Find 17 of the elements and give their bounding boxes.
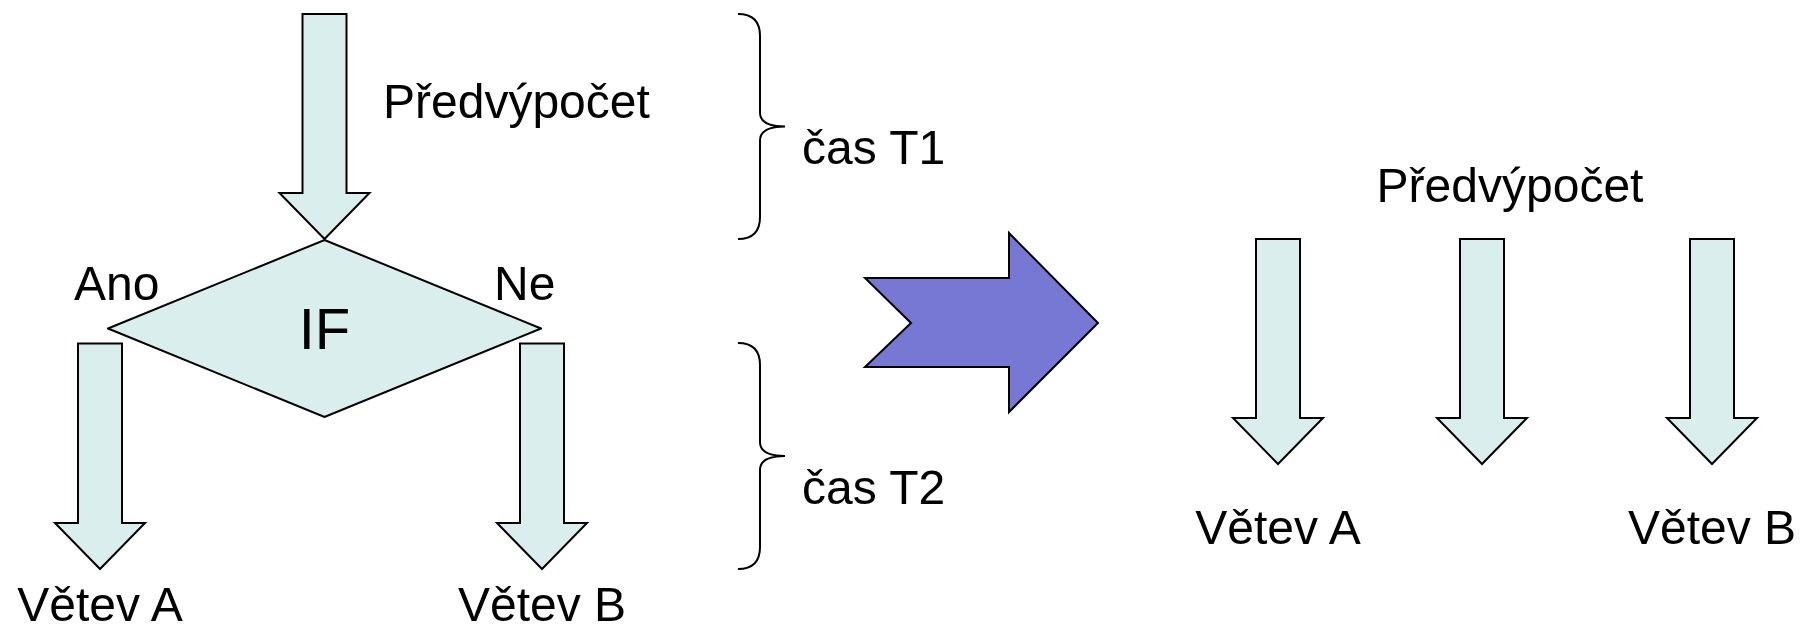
node-text: Větev A [0,582,200,628]
node-text: Větev B [1612,502,1809,554]
block-arrow [494,342,590,571]
edge-label: Ne [494,256,556,312]
block-arrow [277,13,372,241]
node-text: Větev A [1178,502,1378,554]
time-label: čas T2 [802,460,946,516]
edge-label: Předvýpočet [383,74,650,130]
block-arrow [52,342,148,571]
block-arrow [1434,238,1530,466]
node-text: IF [298,299,351,358]
time-label: čas T1 [802,120,946,176]
block-arrow [1230,238,1326,466]
node-text: Větev B [442,582,642,628]
edge-label: Ano [74,256,160,312]
node-text: Předvýpočet [1355,160,1665,212]
block-arrow [1664,238,1760,466]
